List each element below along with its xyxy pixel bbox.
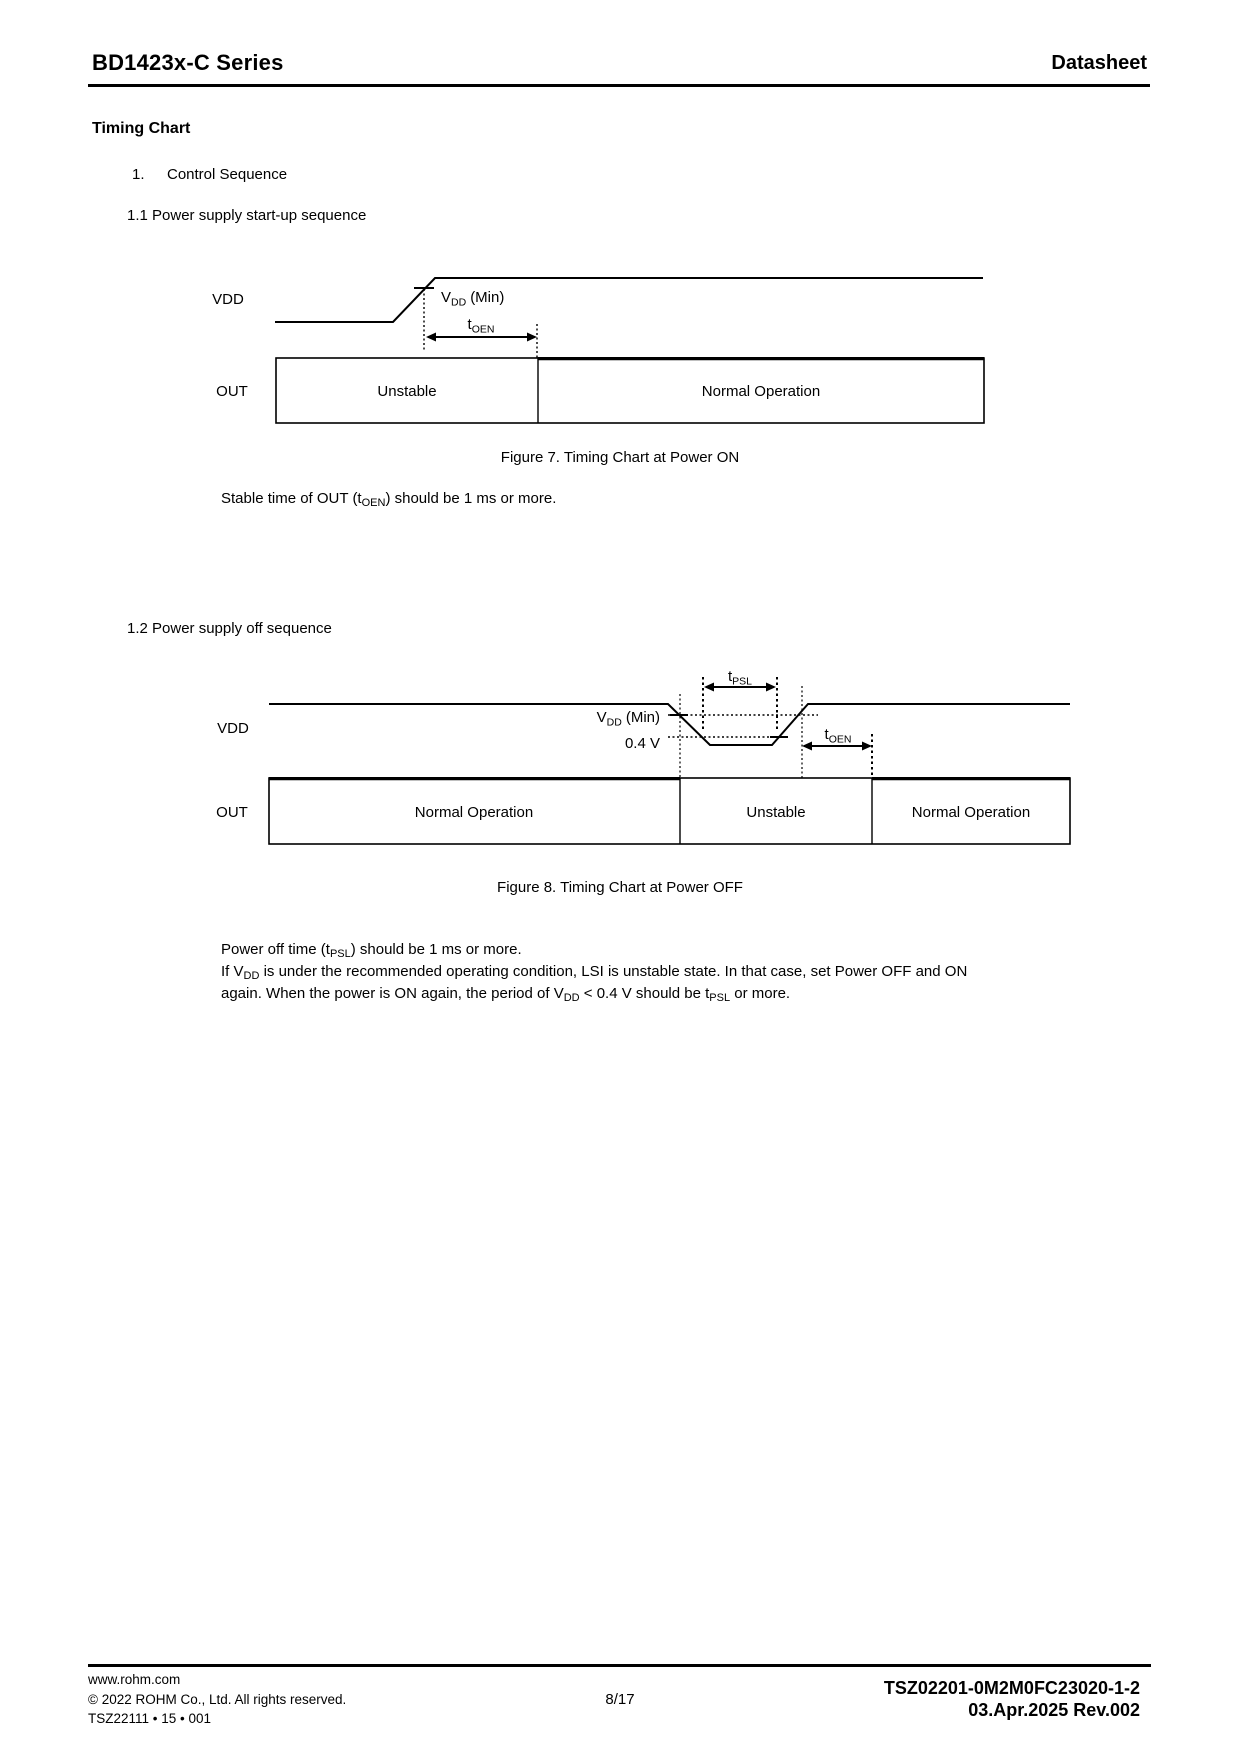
figure7-timing-diagram: VDD VDD(Min) tOEN OUT Unstable Normal Op… [212,277,985,424]
subsection-2-heading: 1.2 Power supply off sequence [127,620,332,637]
out-signal-label: OUT [216,804,248,821]
footer-copyright: © 2022 ROHM Co., Ltd. All rights reserve… [88,1691,347,1707]
footer-right-block: TSZ02201-0M2M0FC23020-1-2 03.Apr.2025 Re… [884,1677,1140,1721]
power-off-note-line1: Power off time (tPSL) should be 1 ms or … [221,941,522,960]
out-state-normal: Normal Operation [702,383,820,400]
tpsl-dimension-arrow [704,682,776,692]
out-state-unstable: Unstable [746,804,805,821]
v04-label: 0.4 V [625,735,660,752]
out-state-normal-2: Normal Operation [912,804,1030,821]
figure7-caption: Figure 7. Timing Chart at Power ON [500,449,740,466]
tpsl-label: tPSL [728,668,752,688]
figure8-caption: Figure 8. Timing Chart at Power OFF [497,879,743,896]
toen-dimension-arrow [802,741,872,751]
vdd-signal-label: VDD [212,291,244,308]
footer-document-control: TSZ22111 • 15 • 001 [88,1711,212,1726]
power-off-note-line2: If VDD is under the recommended operatin… [221,963,968,982]
toen-dimension-arrow [426,332,537,342]
list-item-title: Control Sequence [167,166,288,183]
footer-left-block: www.rohm.com © 2022 ROHM Co., Ltd. All r… [88,1670,346,1729]
vdd-waveform [269,703,1070,746]
list-item-number: 1. [132,166,145,183]
power-off-note: Power off time (tPSL) should be 1 ms or … [221,939,1181,1005]
section-heading: Timing Chart [92,120,191,137]
footer-document-number: TSZ02201-0M2M0FC23020-1-2 [883,1678,1140,1698]
toen-label: tOEN [468,316,495,336]
out-state-unstable: Unstable [377,383,436,400]
footer-website: www.rohm.com [88,1672,181,1687]
power-off-note-line3: again. When the power is ON again, the p… [221,985,791,1004]
out-state-normal-1: Normal Operation [415,804,533,821]
vdd-waveform [275,277,983,323]
footer-revision: 03.Apr.2025 Rev.002 [968,1700,1140,1720]
vdd-signal-label: VDD [217,720,249,737]
header-rule [88,84,1150,87]
product-series-title: BD1423x-C Series [92,50,284,75]
footer-rule [88,1664,1151,1667]
vdd-min-label: VDD(Min) [597,709,660,729]
out-signal-label: OUT [216,383,248,400]
toen-label: tOEN [825,726,852,746]
power-on-note: Stable time of OUT (tOEN) should be 1 ms… [221,490,557,509]
document-type-label: Datasheet [1051,52,1147,74]
subsection-1-heading: 1.1 Power supply start-up sequence [127,207,367,224]
figure8-timing-diagram: tPSL VDD(Min) 0.4 V tOEN VD [216,668,1071,845]
vdd-min-label: VDD(Min) [441,289,504,309]
page-number: 8/17 [605,1691,635,1708]
